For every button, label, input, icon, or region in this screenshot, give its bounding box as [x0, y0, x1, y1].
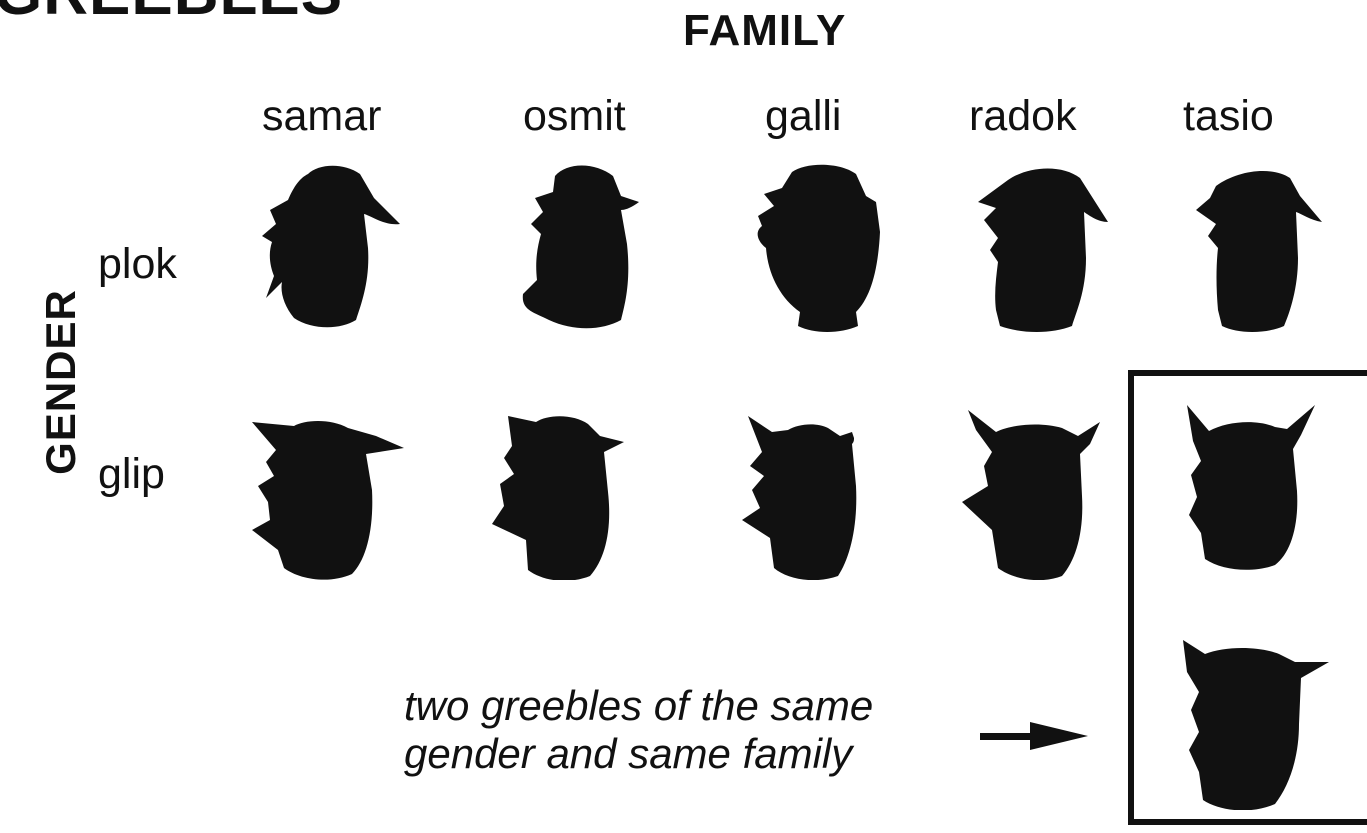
greeble-glip-galli: [742, 410, 902, 580]
family-label-radok: radok: [969, 92, 1077, 140]
gender-label-plok: plok: [98, 240, 177, 288]
same-gender-family-highlight-box: [1128, 370, 1367, 825]
arrow-right-icon: [980, 718, 1090, 754]
greeble-glip-radok: [962, 410, 1122, 580]
family-label-samar: samar: [262, 92, 382, 140]
greeble-plok-radok: [968, 162, 1128, 332]
caption-line-1: two greebles of the same: [404, 682, 874, 729]
caption: two greebles of the same gender and same…: [404, 682, 873, 778]
family-label-tasio: tasio: [1183, 92, 1274, 140]
greeble-plok-galli: [740, 162, 900, 332]
family-label-galli: galli: [765, 92, 842, 140]
greeble-plok-osmit: [503, 162, 663, 332]
greeble-glip-samar: [248, 410, 408, 580]
greeble-glip-osmit: [490, 410, 650, 580]
caption-line-2: gender and same family: [404, 730, 853, 777]
gender-axis-heading: GENDER: [37, 289, 84, 475]
greeble-glip-tasio-2: [1175, 640, 1335, 810]
figure-title-fragment: GREEBLES: [0, 0, 343, 29]
greeble-glip-tasio-1: [1175, 405, 1335, 575]
greeble-plok-samar: [248, 162, 408, 332]
gender-label-glip: glip: [98, 450, 165, 498]
family-label-osmit: osmit: [523, 92, 626, 140]
family-axis-heading: FAMILY: [683, 6, 847, 55]
greeble-plok-tasio: [1186, 162, 1346, 332]
